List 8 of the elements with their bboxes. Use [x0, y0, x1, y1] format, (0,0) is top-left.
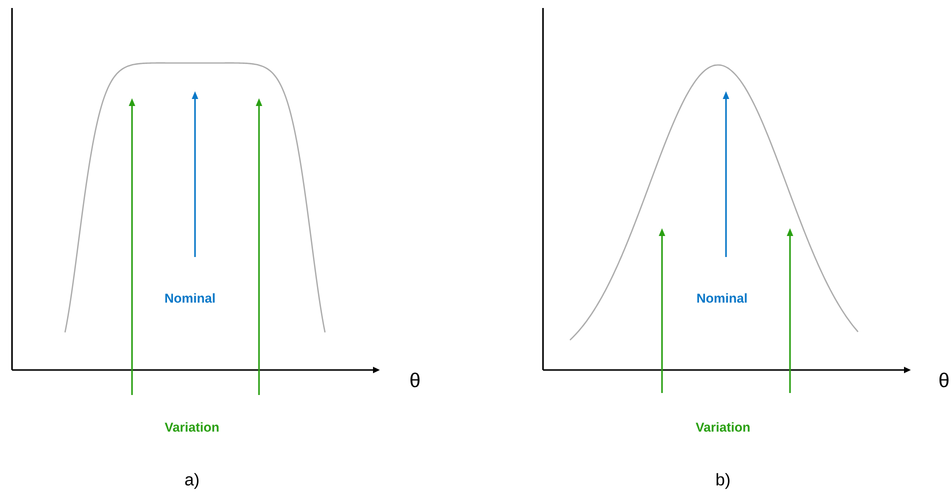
arrow-label: Variation [696, 422, 750, 432]
arrow-label: Nominal [165, 293, 215, 303]
arrow-label: Nominal [697, 293, 747, 303]
panel-label: a) [185, 473, 198, 489]
axis-label: θ [410, 372, 420, 388]
panel-label: b) [716, 473, 730, 489]
axis-label: θ [940, 372, 948, 388]
arrow-label: Variation [164, 422, 219, 432]
